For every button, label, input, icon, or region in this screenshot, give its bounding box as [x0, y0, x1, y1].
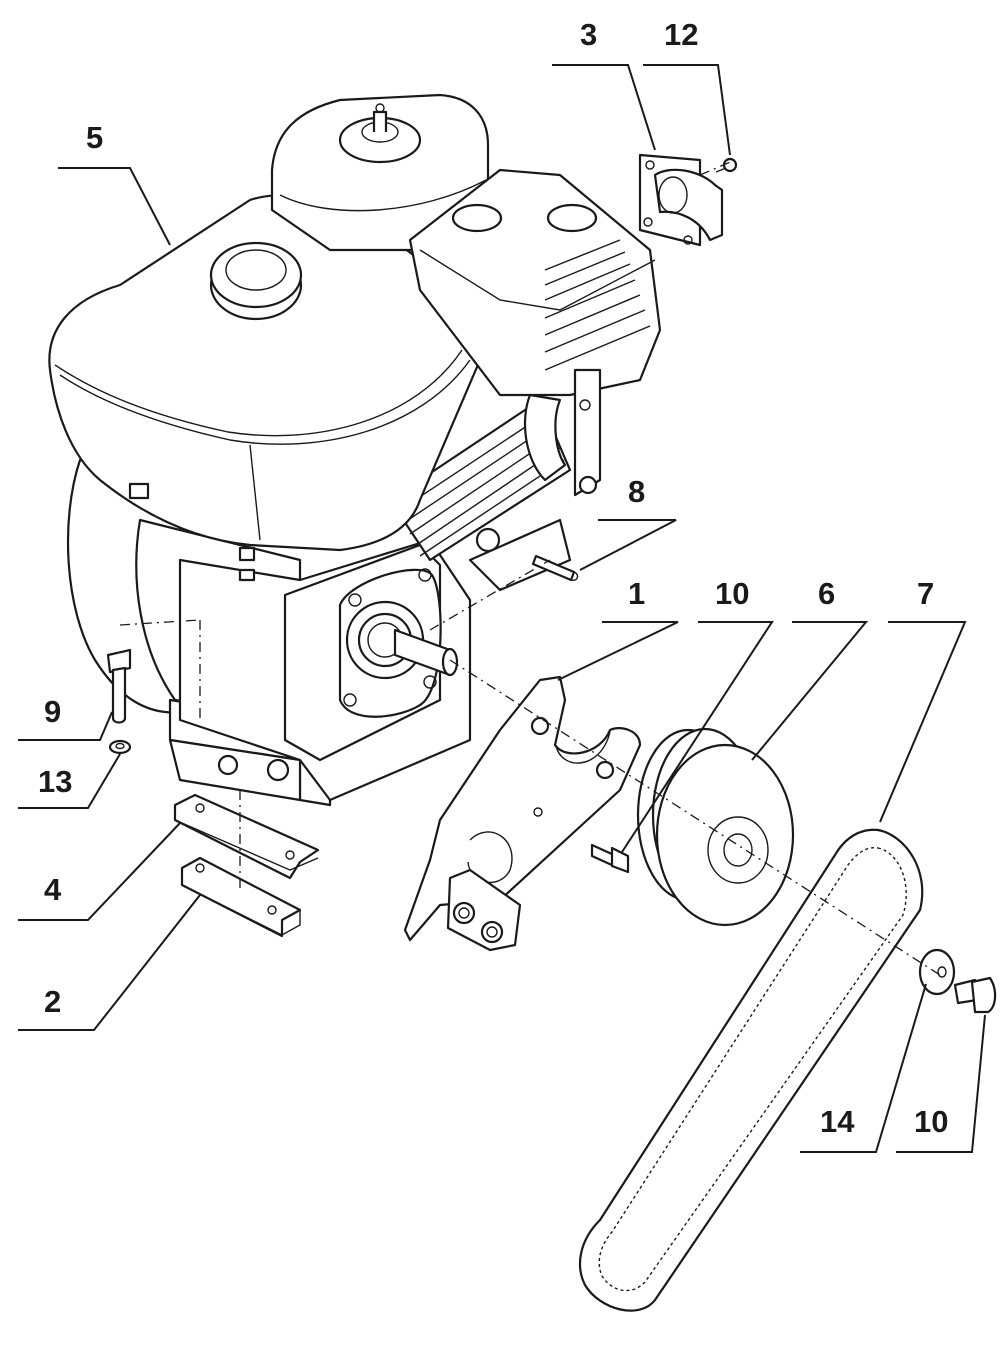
callout-12: 12	[664, 17, 698, 52]
v-belt-7	[578, 828, 924, 1312]
callout-14: 14	[820, 1104, 855, 1139]
base-bolt-right	[266, 758, 290, 782]
callout-6: 6	[818, 576, 835, 611]
callout-1: 1	[628, 576, 645, 611]
bracket-3	[638, 153, 724, 247]
leader-lines	[18, 64, 986, 1153]
bolt-10-lower	[953, 976, 997, 1014]
washer-13	[108, 739, 132, 755]
plate-2	[180, 856, 302, 938]
callout-3: 3	[580, 17, 597, 52]
pulley-6	[636, 727, 795, 927]
callout-5: 5	[86, 120, 103, 155]
base-bolt-left	[217, 754, 239, 776]
bolt-9	[106, 648, 132, 724]
muffler	[408, 168, 662, 497]
center-lines	[119, 159, 941, 976]
air-cleaner	[270, 93, 490, 252]
callout-13: 13	[38, 764, 72, 799]
plate-4	[173, 793, 320, 880]
callout-labels: 5 3 12 8 1 10 6 7 9 13 4 2 14 10	[38, 17, 948, 1139]
callout-4: 4	[44, 872, 62, 907]
callout-2: 2	[44, 984, 61, 1019]
callout-9: 9	[44, 694, 61, 729]
fuel-tank	[48, 193, 485, 552]
washer-14	[918, 948, 956, 996]
screw-12	[715, 157, 738, 173]
callout-10-lower: 10	[914, 1104, 948, 1139]
key-8	[531, 554, 579, 582]
engine-assembly	[48, 93, 662, 807]
callout-7: 7	[917, 576, 934, 611]
bolt-10-upper	[590, 843, 630, 874]
callout-10-upper: 10	[715, 576, 749, 611]
mounting-plate-1	[403, 675, 642, 952]
callout-8: 8	[628, 474, 645, 509]
